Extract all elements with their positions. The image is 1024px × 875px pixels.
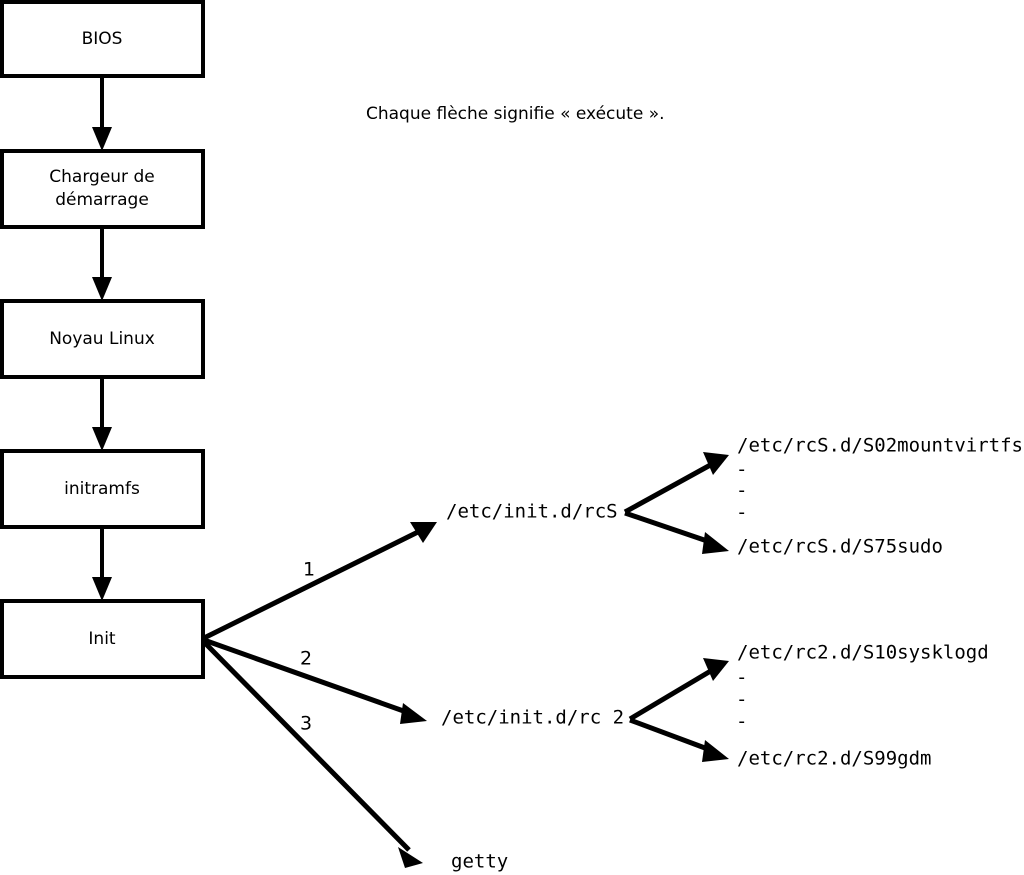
- label-getty[interactable]: getty: [451, 851, 508, 873]
- branch-2-arrowhead: [400, 703, 427, 724]
- init-fanout-arrows: [202, 522, 437, 868]
- label-init-d-rc2[interactable]: /etc/init.d/rc 2: [441, 707, 624, 729]
- arrowhead-initramfs-to-init: [92, 577, 112, 601]
- rc2-fanout-arrows: [628, 658, 729, 762]
- box-bootloader-rect: [0, 149, 205, 229]
- rc2-ellipsis-dash-3: -: [736, 711, 747, 733]
- rc2-branch-first-arrowhead: [703, 658, 729, 681]
- box-initramfs-label: initramfs: [64, 479, 140, 499]
- rc2-ellipsis-dash-2: -: [736, 689, 747, 711]
- rcs-branch-first-line: [623, 460, 716, 515]
- rcs-ellipsis-dash-3: -: [736, 502, 747, 524]
- arrowhead-kernel-to-initramfs: [92, 427, 112, 451]
- branch-numbers: 1 2 3: [300, 559, 315, 735]
- branch-number-1: 1: [303, 559, 315, 581]
- box-kernel[interactable]: Noyau Linux: [0, 299, 205, 379]
- rcs-branch-last-arrowhead: [702, 532, 729, 554]
- rcs-branch-last-line: [624, 510, 714, 546]
- rc2-ellipsis: - - -: [736, 667, 747, 733]
- box-initramfs[interactable]: initramfs: [0, 449, 205, 529]
- diagram-caption: Chaque flèche signifie « exécute ».: [366, 104, 665, 124]
- label-rc2-script-first[interactable]: /etc/rc2.d/S10sysklogd: [737, 642, 989, 664]
- rcs-ellipsis-dash-1: -: [736, 459, 747, 481]
- box-initramfs-rect: [0, 449, 205, 529]
- branch-1-line: [202, 526, 426, 641]
- rc2-branch-first-line: [628, 666, 716, 722]
- arrowhead-bootloader-to-kernel: [92, 277, 112, 301]
- branch-3-arrowhead: [398, 847, 423, 868]
- label-init-d-rcs[interactable]: /etc/init.d/rcS: [446, 501, 618, 523]
- rc2-branch-last-arrowhead: [702, 740, 729, 762]
- box-init[interactable]: Init: [0, 599, 205, 679]
- rc2-branch-last-line: [629, 717, 714, 754]
- box-bootloader-label-line1: Chargeur de: [49, 167, 154, 187]
- box-bios-label: BIOS: [82, 29, 123, 49]
- branch-1-arrowhead: [410, 522, 437, 543]
- rcs-ellipsis-dash-2: -: [736, 480, 747, 502]
- rcs-fanout-arrows: [623, 452, 729, 554]
- arrowhead-bios-to-bootloader: [92, 127, 112, 151]
- branch-number-2: 2: [300, 648, 312, 670]
- box-bootloader-label-line2: démarrage: [55, 190, 149, 210]
- label-rcs-script-last[interactable]: /etc/rcS.d/S75sudo: [737, 536, 943, 558]
- label-rcs-script-first[interactable]: /etc/rcS.d/S02mountvirtfs: [737, 435, 1023, 457]
- box-init-rect: [0, 599, 205, 679]
- box-init-label: Init: [88, 629, 116, 649]
- chain-connectors: [92, 76, 112, 601]
- rc2-ellipsis-dash-1: -: [736, 667, 747, 689]
- branch-2-line: [203, 637, 413, 717]
- box-bootloader[interactable]: Chargeur de démarrage: [0, 149, 205, 229]
- rcs-ellipsis: - - -: [736, 459, 747, 524]
- branch-3-line: [202, 640, 411, 852]
- box-kernel-rect: [0, 299, 205, 379]
- label-rc2-script-last[interactable]: /etc/rc2.d/S99gdm: [737, 748, 931, 770]
- box-bios-rect: [0, 0, 205, 78]
- box-kernel-label: Noyau Linux: [49, 329, 155, 349]
- branch-number-3: 3: [300, 713, 312, 735]
- box-bios[interactable]: BIOS: [0, 0, 205, 78]
- rcs-branch-first-arrowhead: [703, 452, 729, 475]
